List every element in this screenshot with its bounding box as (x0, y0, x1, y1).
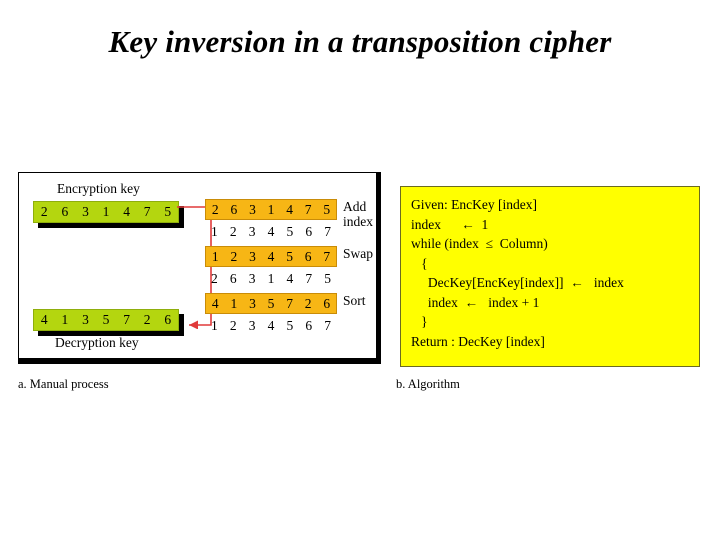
step-index-cell: 5 (286, 318, 294, 333)
page-title: Key inversion in a transposition cipher (108, 24, 612, 59)
step-bar-cell: 6 (323, 296, 331, 311)
step-bar-cell: 4 (286, 202, 293, 217)
encryption-key-label: Encryption key (57, 181, 140, 196)
step-table: 2 6 3 1 4 7 5 1 2 3 4 5 6 7 Add ind (205, 199, 377, 340)
manual-process-panel: Encryption key 2 6 3 1 4 7 5 4 1 3 5 7 2… (18, 172, 381, 364)
step-index-cell: 6 (305, 318, 313, 333)
decryption-key-cell: 3 (82, 312, 89, 327)
step-index-row: 1 2 3 4 5 6 7 (205, 314, 337, 337)
decryption-key-cell: 5 (102, 312, 110, 327)
step-bar-cell: 2 (304, 296, 312, 311)
step-bar-cell: 3 (249, 249, 256, 264)
step-bar-cell: 3 (249, 202, 256, 217)
decryption-key-cell: 1 (61, 312, 69, 327)
step-bar: 2 6 3 1 4 7 5 (205, 199, 337, 220)
step-bar-cell: 1 (230, 296, 238, 311)
step-bar-cell: 1 (211, 249, 219, 264)
decryption-key-cell: 4 (40, 312, 48, 327)
algorithm-line: { (411, 255, 428, 271)
decryption-key-cell: 7 (123, 312, 130, 327)
step-bar-cell: 1 (267, 202, 275, 217)
step-group: 4 1 3 5 7 2 6 1 2 3 4 5 6 7 Sort (205, 293, 377, 337)
algorithm-line: index ← 1 (411, 216, 489, 232)
step-index-cell: 2 (211, 271, 218, 286)
step-bar-cell: 5 (286, 249, 293, 264)
caption-manual-process: a. Manual process (18, 377, 109, 391)
step-index-cell: 7 (324, 318, 331, 333)
encryption-key-cell: 6 (61, 204, 69, 219)
step-index-cell: 5 (286, 224, 294, 239)
step-index-cell: 2 (229, 318, 237, 333)
step-bar-cell: 4 (267, 249, 275, 264)
encryption-key-bar: 2 6 3 1 4 7 5 (33, 201, 179, 223)
encryption-key-cell: 2 (40, 204, 48, 219)
step-index-cell: 7 (305, 271, 313, 286)
step-name: Add index (343, 199, 373, 229)
step-group: 1 2 3 4 5 6 7 2 6 3 1 4 7 5 Swap (205, 246, 377, 290)
step-group: 2 6 3 1 4 7 5 1 2 3 4 5 6 7 Add ind (205, 199, 377, 243)
step-bar-cell: 7 (286, 296, 293, 311)
step-bar-cell: 7 (304, 202, 312, 217)
step-bar-cell: 6 (304, 249, 312, 264)
algorithm-line: DecKey[EncKey[index]] ← index (411, 275, 624, 290)
step-bar-cell: 6 (230, 202, 238, 217)
step-index-row: 2 6 3 1 4 7 5 (205, 267, 337, 290)
step-index-cell: 1 (267, 271, 275, 286)
step-index-cell: 4 (286, 271, 294, 286)
step-bar-cell: 4 (211, 296, 219, 311)
step-index-cell: 1 (211, 224, 218, 239)
step-bar-cell: 5 (323, 202, 331, 217)
encryption-key-cell: 3 (82, 204, 89, 219)
encryption-key-cell: 7 (143, 204, 151, 219)
algorithm-line: while (index ≤ Column) (411, 236, 548, 251)
step-index-cell: 3 (248, 318, 256, 333)
step-bar-cell: 5 (267, 296, 275, 311)
decryption-key-label: Decryption key (55, 335, 139, 350)
algorithm-line: index ← index + 1 (411, 294, 540, 310)
step-index-row: 1 2 3 4 5 6 7 (205, 220, 337, 243)
algorithm-panel: Given: EncKey [index] index ← 1 while (i… (400, 186, 700, 367)
step-name: Swap (343, 246, 373, 261)
step-index-cell: 6 (229, 271, 237, 286)
step-index-cell: 7 (324, 224, 331, 239)
encryption-key-cell: 5 (164, 204, 172, 219)
step-bar-cell: 7 (323, 249, 331, 264)
encryption-key-cell: 1 (102, 204, 110, 219)
step-index-cell: 1 (211, 318, 218, 333)
step-bar: 4 1 3 5 7 2 6 (205, 293, 337, 314)
decryption-key-cell: 6 (164, 312, 172, 327)
step-index-cell: 2 (229, 224, 237, 239)
step-index-cell: 3 (248, 271, 256, 286)
step-name: Sort (343, 293, 366, 308)
step-index-cell: 5 (324, 271, 331, 286)
encryption-key-cell: 4 (123, 204, 130, 219)
algorithm-line: Return : DecKey [index] (411, 333, 545, 349)
step-index-cell: 6 (305, 224, 313, 239)
step-bar-cell: 2 (211, 202, 219, 217)
algorithm-line: } (411, 314, 428, 329)
step-index-cell: 4 (267, 224, 275, 239)
step-bar-cell: 2 (230, 249, 238, 264)
step-index-cell: 4 (267, 318, 275, 333)
algorithm-line: Given: EncKey [index] (411, 197, 537, 212)
step-bar-cell: 3 (249, 296, 256, 311)
decryption-key-cell: 2 (143, 312, 151, 327)
caption-algorithm: b. Algorithm (396, 377, 460, 391)
step-index-cell: 3 (248, 224, 256, 239)
decryption-key-bar: 4 1 3 5 7 2 6 (33, 309, 179, 331)
step-bar: 1 2 3 4 5 6 7 (205, 246, 337, 267)
